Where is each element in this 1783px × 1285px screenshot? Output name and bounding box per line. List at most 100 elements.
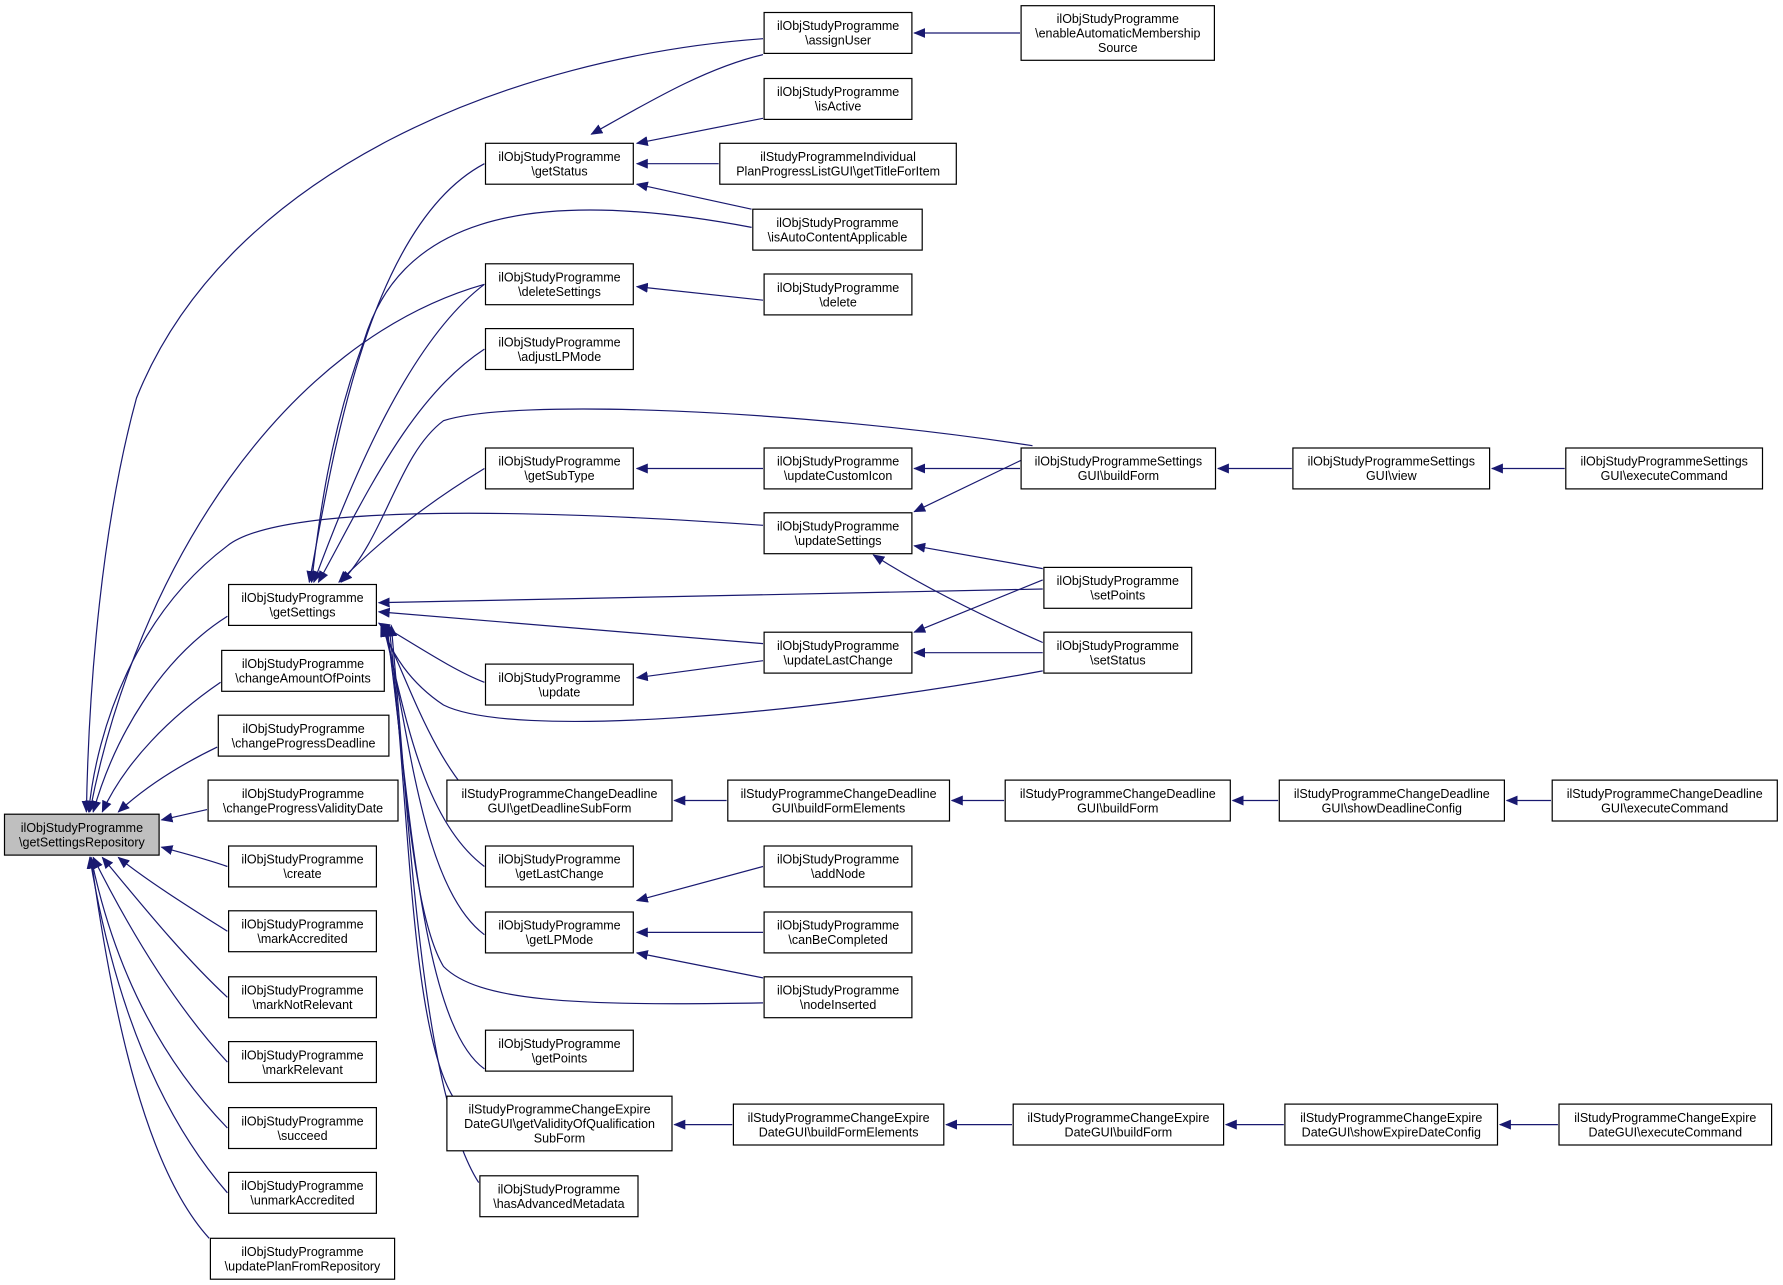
node-box: [763, 845, 913, 888]
node-changeAmountOfPoints[interactable]: ilObjStudyProgramme\changeAmountOfPoints: [221, 649, 385, 692]
edge-succeed-getSettingsRepository: [88, 856, 228, 1129]
node-label-line: DateGUI\executeCommand: [1589, 1125, 1743, 1139]
edge-markRelevant-getSettingsRepository: [92, 856, 228, 1063]
node-label-line: ilStudyProgrammeChangeDeadline: [1020, 787, 1216, 801]
node-box: [484, 911, 634, 954]
node-nodeInserted[interactable]: ilObjStudyProgramme\nodeInserted: [763, 976, 913, 1019]
edge-updatePlanFromRepository-getSettingsRepository: [87, 856, 210, 1239]
node-deleteSettings[interactable]: ilObjStudyProgramme\deleteSettings: [484, 263, 634, 306]
edge-delete-deleteSettings: [635, 282, 764, 301]
node-label-line: \getLastChange: [515, 867, 603, 881]
nodes: ilObjStudyProgramme\getSettingsRepositor…: [3, 5, 1778, 1280]
node-label-line: ilObjStudyProgramme: [241, 984, 363, 998]
node-getSettings[interactable]: ilObjStudyProgramme\getSettings: [228, 583, 378, 627]
node-showExpireDateConfig[interactable]: ilStudyProgrammeChangeExpireDateGUI\show…: [1284, 1103, 1499, 1146]
node-getSettingsRepository[interactable]: ilObjStudyProgramme\getSettingsRepositor…: [3, 813, 160, 856]
node-getValidityOfQualificationSubForm[interactable]: ilStudyProgrammeChangeExpireDateGUI\getV…: [446, 1095, 673, 1152]
node-addNode[interactable]: ilObjStudyProgramme\addNode: [763, 845, 913, 888]
node-box: [719, 142, 957, 185]
node-box: [763, 447, 913, 490]
node-deadlineBuildFormElements[interactable]: ilStudyProgrammeChangeDeadlineGUI\buildF…: [727, 779, 951, 822]
node-box: [228, 1171, 378, 1214]
node-label-line: \deleteSettings: [518, 285, 601, 299]
node-enableAutomaticMembershipSource[interactable]: ilObjStudyProgramme\enableAutomaticMembe…: [1020, 5, 1215, 61]
node-box: [217, 714, 390, 757]
node-label-line: ilObjStudyProgramme: [241, 1048, 363, 1062]
node-delete[interactable]: ilObjStudyProgramme\delete: [763, 273, 913, 316]
node-isActive[interactable]: ilObjStudyProgramme\isActive: [763, 77, 913, 121]
node-getDeadlineSubForm[interactable]: ilStudyProgrammeChangeDeadlineGUI\getDea…: [446, 779, 673, 822]
node-expireBuildForm[interactable]: ilStudyProgrammeChangeExpireDateGUI\buil…: [1012, 1103, 1225, 1146]
node-box: [1551, 779, 1778, 822]
edge-adjustLPMode-getSettings: [317, 348, 485, 584]
node-succeed[interactable]: ilObjStudyProgramme\succeed: [228, 1106, 378, 1150]
node-box: [1284, 1103, 1499, 1146]
node-box: [1020, 5, 1215, 61]
node-getLastChange[interactable]: ilObjStudyProgramme\getLastChange: [484, 845, 634, 888]
node-showDeadlineConfig[interactable]: ilStudyProgrammeChangeDeadlineGUI\showDe…: [1278, 779, 1506, 822]
node-updateLastChange[interactable]: ilObjStudyProgramme\updateLastChange: [763, 631, 913, 674]
edge-isAutoContentApplicable-getSettings: [307, 209, 752, 584]
node-updatePlanFromRepository[interactable]: ilObjStudyProgramme\updatePlanFromReposi…: [209, 1237, 396, 1280]
node-getSubType[interactable]: ilObjStudyProgramme\getSubType: [484, 447, 634, 490]
node-box: [484, 1029, 634, 1072]
node-label-line: ilObjStudyProgramme: [498, 853, 620, 867]
node-deadlineBuildForm[interactable]: ilStudyProgrammeChangeDeadlineGUI\buildF…: [1004, 779, 1231, 822]
node-setStatus[interactable]: ilObjStudyProgramme\setStatus: [1043, 631, 1193, 674]
node-label-line: ilStudyProgrammeChangeExpire: [1027, 1111, 1209, 1125]
node-setPoints[interactable]: ilObjStudyProgramme\setPoints: [1043, 566, 1193, 609]
node-canBeCompleted[interactable]: ilObjStudyProgramme\canBeCompleted: [763, 911, 913, 954]
node-label-line: ilObjStudyProgramme: [777, 853, 899, 867]
node-getTitleForItem[interactable]: ilStudyProgrammeIndividualPlanProgressLi…: [719, 142, 957, 185]
node-label-line: SubForm: [534, 1132, 585, 1146]
node-getStatus[interactable]: ilObjStudyProgramme\getStatus: [484, 142, 634, 185]
node-box: [1292, 447, 1491, 490]
node-box: [446, 1095, 673, 1152]
node-label-line: GUI\buildFormElements: [772, 801, 905, 815]
node-expireExecuteCommand[interactable]: ilStudyProgrammeChangeExpireDateGUI\exec…: [1558, 1103, 1773, 1146]
node-getPoints[interactable]: ilObjStudyProgramme\getPoints: [484, 1029, 634, 1072]
node-markAccredited[interactable]: ilObjStudyProgramme\markAccredited: [228, 910, 378, 953]
node-markNotRelevant[interactable]: ilObjStudyProgramme\markNotRelevant: [228, 976, 378, 1019]
node-box: [763, 77, 913, 121]
node-isAutoContentApplicable[interactable]: ilObjStudyProgramme\isAutoContentApplica…: [752, 208, 923, 251]
node-hasAdvancedMetadata[interactable]: ilObjStudyProgramme\hasAdvancedMetadata: [479, 1175, 639, 1218]
edge-updateLastChange-getSettings: [377, 607, 764, 645]
node-update[interactable]: ilObjStudyProgramme\update: [484, 663, 634, 706]
node-label-line: ilObjStudyProgramme: [777, 455, 899, 469]
node-assignUser[interactable]: ilObjStudyProgramme\assignUser: [763, 11, 913, 55]
edge-assignUser-getStatus: [590, 54, 764, 135]
node-changeProgressDeadline[interactable]: ilObjStudyProgramme\changeProgressDeadli…: [217, 714, 390, 757]
node-create[interactable]: ilObjStudyProgramme\create: [228, 845, 378, 888]
node-adjustLPMode[interactable]: ilObjStudyProgramme\adjustLPMode: [484, 328, 634, 371]
node-box: [3, 813, 160, 856]
node-label-line: ilObjStudyProgramme: [242, 657, 364, 671]
node-label-line: \getSettings: [269, 606, 335, 620]
node-label-line: \setStatus: [1090, 654, 1146, 668]
node-label-line: ilObjStudyProgramme: [498, 150, 620, 164]
node-label-line: \hasAdvancedMetadata: [493, 1197, 624, 1211]
node-changeProgressValidityDate[interactable]: ilObjStudyProgramme\changeProgressValidi…: [207, 779, 399, 822]
node-label-line: \update: [539, 685, 581, 699]
node-updateSettings[interactable]: ilObjStudyProgramme\updateSettings: [763, 512, 913, 555]
node-updateCustomIcon[interactable]: ilObjStudyProgramme\updateCustomIcon: [763, 447, 913, 490]
edge-getLastChange-getSettings: [381, 624, 485, 867]
node-markRelevant[interactable]: ilObjStudyProgramme\markRelevant: [228, 1040, 378, 1084]
node-getLPMode[interactable]: ilObjStudyProgramme\getLPMode: [484, 911, 634, 954]
node-label-line: ilStudyProgrammeChangeExpire: [1300, 1111, 1482, 1125]
node-box: [732, 1103, 945, 1146]
node-label-line: GUI\showDeadlineConfig: [1322, 801, 1462, 815]
node-box: [484, 845, 634, 888]
edge-setPoints-updateLastChange: [913, 579, 1043, 633]
node-deadlineExecuteCommand[interactable]: ilStudyProgrammeChangeDeadlineGUI\execut…: [1551, 779, 1778, 822]
node-unmarkAccredited[interactable]: ilObjStudyProgramme\unmarkAccredited: [228, 1171, 378, 1214]
node-label-line: \create: [283, 867, 321, 881]
node-label-line: ilObjStudyProgramme: [777, 520, 899, 534]
node-settingsExecuteCommand[interactable]: ilObjStudyProgrammeSettingsGUI\executeCo…: [1565, 447, 1764, 490]
node-label-line: ilObjStudyProgramme: [498, 455, 620, 469]
node-expireBuildFormElements[interactable]: ilStudyProgrammeChangeExpireDateGUI\buil…: [732, 1103, 945, 1146]
node-label-line: GUI\buildForm: [1077, 801, 1158, 815]
node-label-line: \delete: [819, 295, 857, 309]
